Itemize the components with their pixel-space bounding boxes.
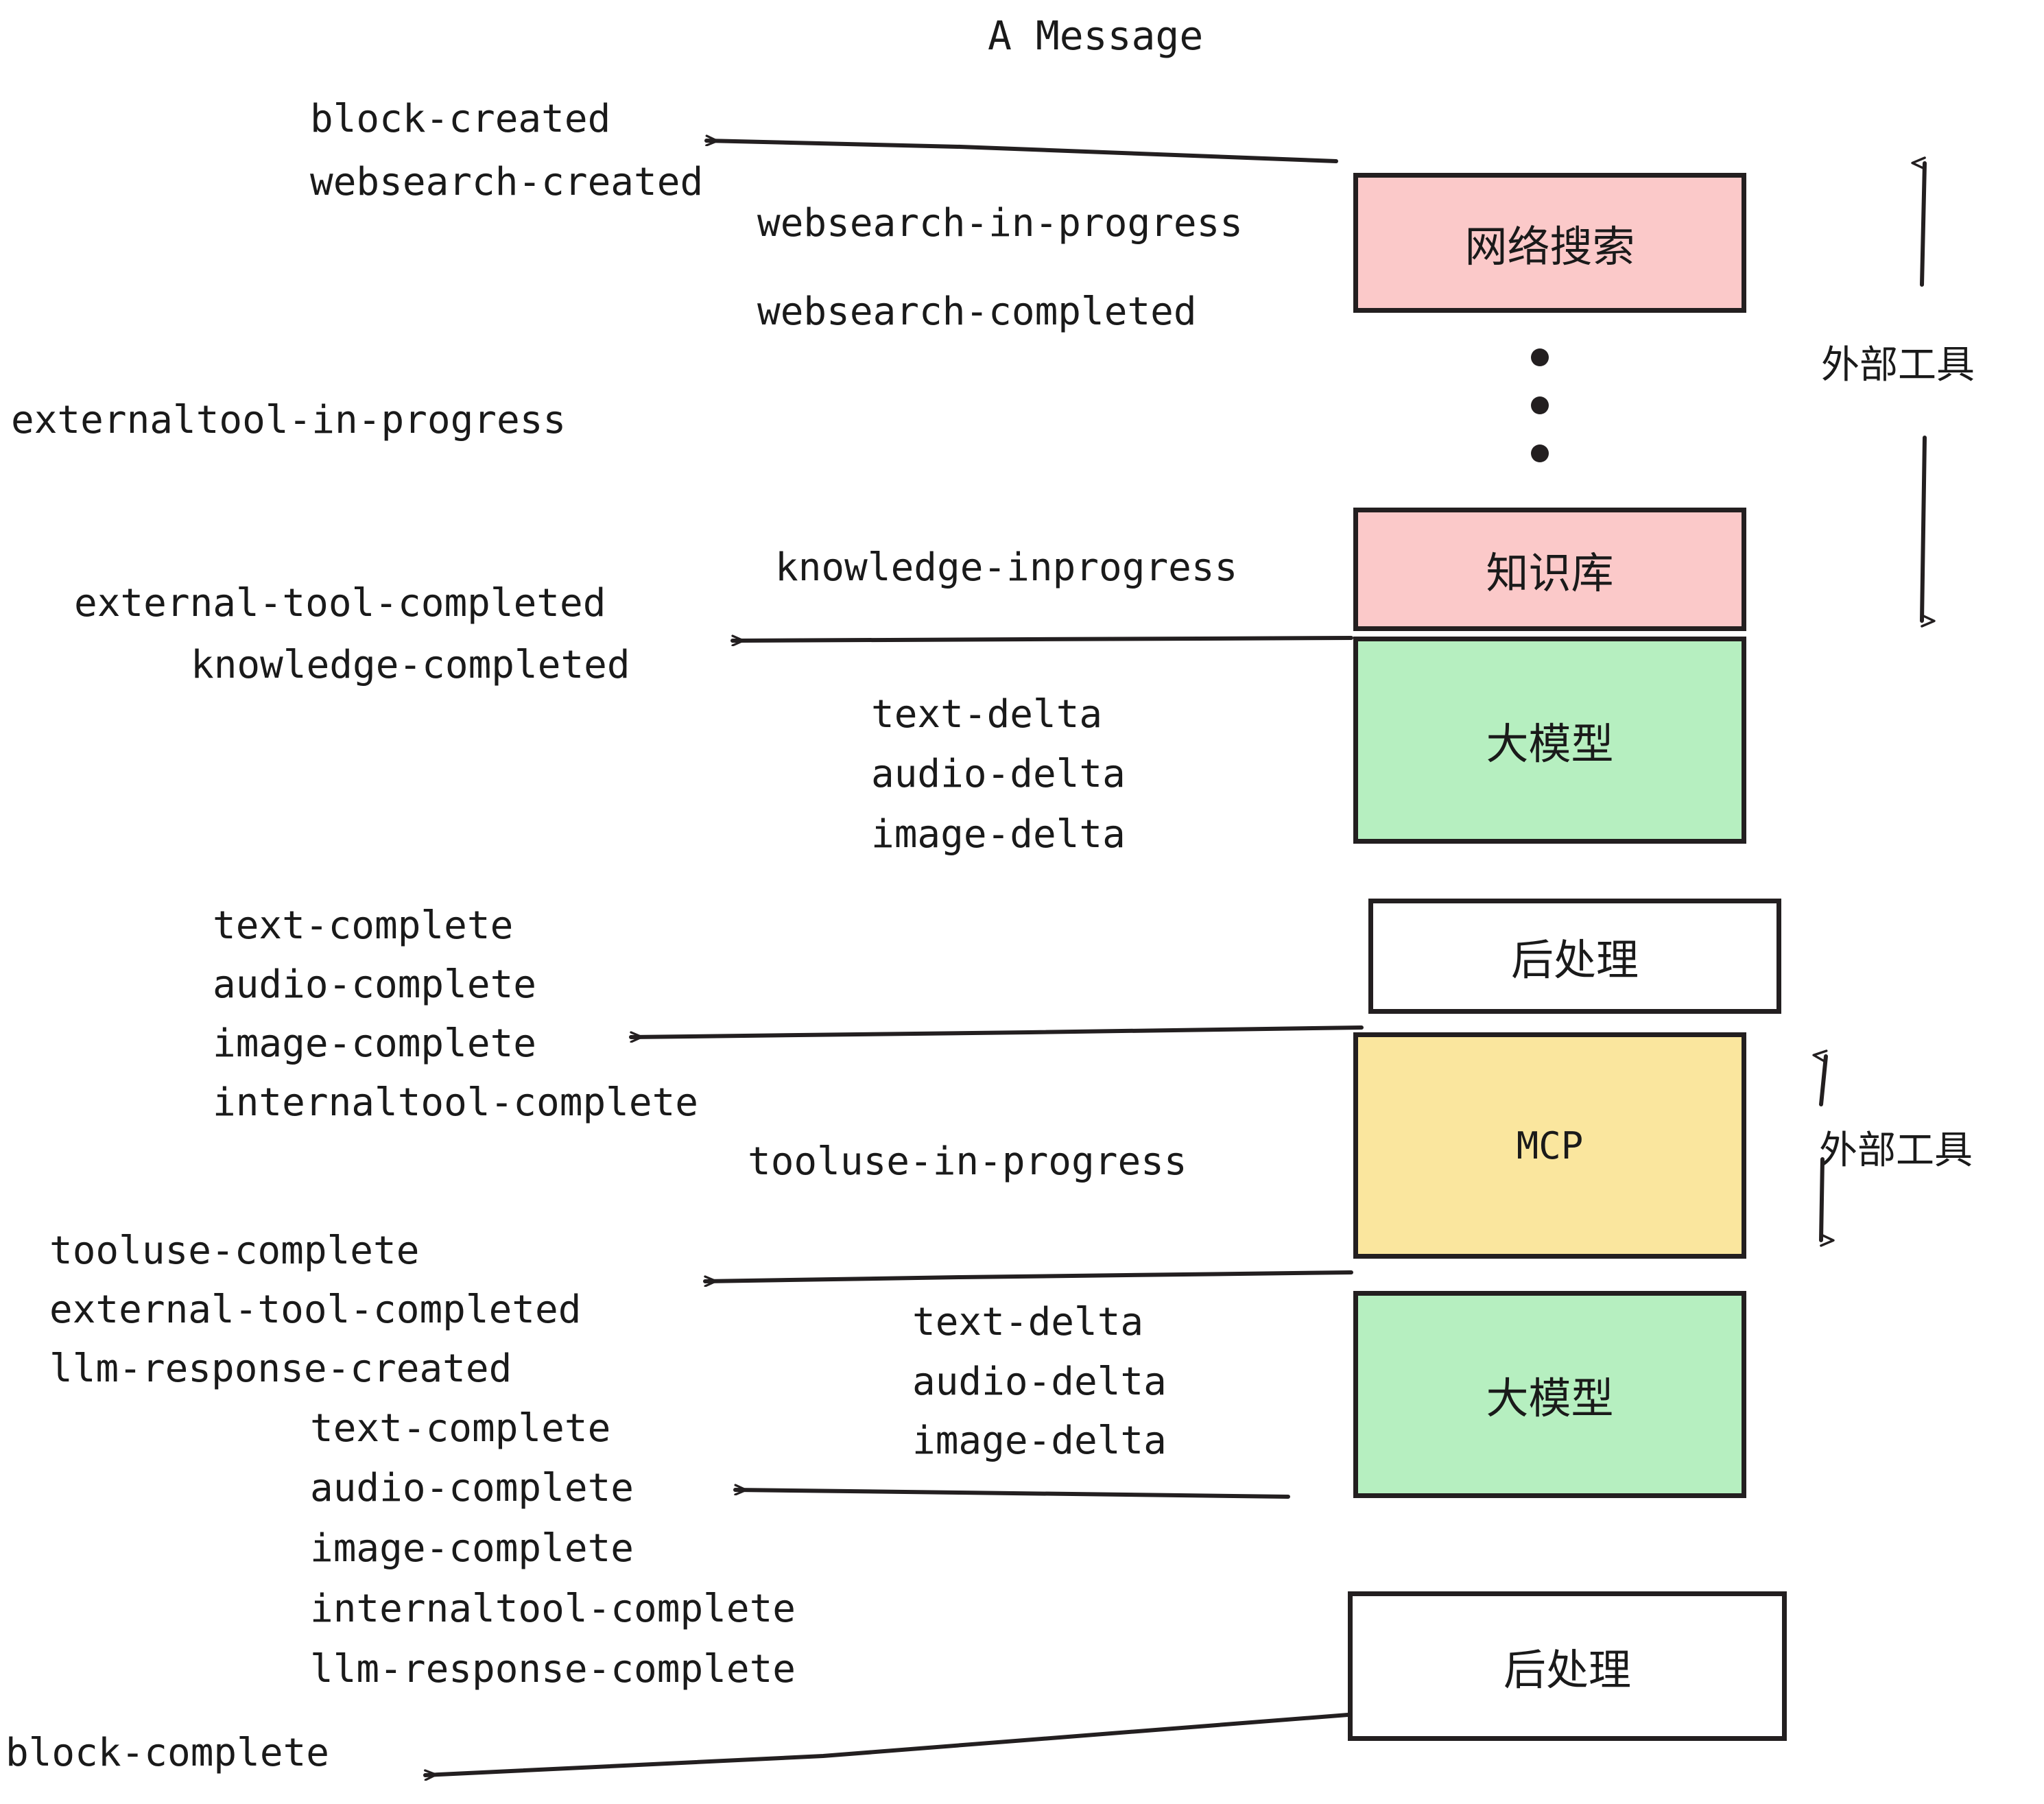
event-label-websearch-completed: websearch-completed xyxy=(757,289,1197,334)
node-mcp-label: MCP xyxy=(1516,1124,1584,1167)
event-label-image-delta-2: image-delta xyxy=(912,1419,1167,1463)
event-label-image-delta-1: image-delta xyxy=(871,812,1126,857)
event-label-knowledge-inprogress: knowledge-inprogress xyxy=(775,545,1238,590)
arrow-knowledge-to-knowledge-completed xyxy=(730,638,1353,641)
node-websearch[interactable]: 网络搜索 xyxy=(1353,173,1746,313)
event-label-text-delta-1: text-delta xyxy=(871,692,1103,737)
event-label-audio-complete-2: audio-complete xyxy=(310,1466,634,1510)
event-label-knowledge-completed: knowledge-completed xyxy=(191,643,630,687)
event-label-audio-delta-1: audio-delta xyxy=(871,752,1126,796)
event-label-block-created: block-created xyxy=(310,97,611,141)
event-label-image-complete-2: image-complete xyxy=(310,1526,634,1571)
event-label-tooluse-in-progress: tooluse-in-progress xyxy=(748,1139,1187,1184)
arrow-postprocess2-to-block-complete xyxy=(423,1713,1350,1775)
event-label-internaltool-complete-2: internaltool-complete xyxy=(310,1587,796,1631)
node-mcp[interactable]: MCP xyxy=(1353,1032,1746,1259)
event-label-block-complete: block-complete xyxy=(5,1731,330,1775)
event-label-image-complete-1: image-complete xyxy=(213,1021,537,1066)
event-label-text-delta-2: text-delta xyxy=(912,1300,1144,1344)
event-label-llm-response-created: llm-response-created xyxy=(49,1346,512,1391)
node-postprocess-2[interactable]: 后处理 xyxy=(1348,1591,1787,1741)
event-label-audio-complete-1: audio-complete xyxy=(213,962,537,1007)
event-label-external-tool-completed-1: external-tool-completed xyxy=(74,581,606,626)
node-postprocess-1[interactable]: 后处理 xyxy=(1368,899,1781,1014)
arrow-external-tools-bottom-up xyxy=(1821,1056,1828,1106)
node-postprocess-1-label: 后处理 xyxy=(1510,935,1639,985)
arrow-websearch-to-block-created xyxy=(704,141,1338,163)
event-label-external-tool-completed-2: external-tool-completed xyxy=(49,1287,582,1332)
ellipsis-dot-3 xyxy=(1531,444,1549,462)
ellipsis-dot-2 xyxy=(1531,396,1549,414)
event-label-internaltool-complete-1: internaltool-complete xyxy=(213,1080,699,1125)
event-label-audio-delta-2: audio-delta xyxy=(912,1360,1167,1404)
node-websearch-label: 网络搜索 xyxy=(1464,222,1635,272)
arrow-external-tools-top-down xyxy=(1920,436,1925,621)
event-label-text-complete-2: text-complete xyxy=(310,1406,611,1451)
node-knowledge-label: 知识库 xyxy=(1486,548,1614,598)
arrow-external-tools-top-up xyxy=(1922,163,1927,287)
node-knowledge[interactable]: 知识库 xyxy=(1353,508,1746,631)
node-llm-2[interactable]: 大模型 xyxy=(1353,1291,1746,1498)
page-title: A Message xyxy=(988,12,1204,59)
event-label-tooluse-complete: tooluse-complete xyxy=(49,1229,420,1273)
ellipsis-dot-1 xyxy=(1531,348,1549,366)
node-llm-2-label: 大模型 xyxy=(1486,1373,1614,1423)
node-postprocess-2-label: 后处理 xyxy=(1503,1645,1631,1695)
event-label-externaltool-in-progress: externaltool-in-progress xyxy=(11,398,567,442)
event-label-websearch-in-progress: websearch-in-progress xyxy=(757,201,1244,246)
arrow-postprocess-to-image-complete xyxy=(629,1025,1364,1037)
node-llm-1[interactable]: 大模型 xyxy=(1353,637,1746,844)
event-label-websearch-created: websearch-created xyxy=(310,160,704,204)
node-llm-1-label: 大模型 xyxy=(1486,719,1614,769)
arrow-llm2-to-audio-complete xyxy=(733,1490,1290,1499)
event-label-llm-response-complete: llm-response-complete xyxy=(310,1647,796,1692)
arrow-mcp-to-tooluse-complete xyxy=(703,1270,1353,1281)
side-label-external-tools-top: 外部工具 xyxy=(1821,343,1975,388)
side-label-external-tools-bottom: 外部工具 xyxy=(1819,1128,1973,1173)
event-label-text-complete-1: text-complete xyxy=(213,903,514,948)
